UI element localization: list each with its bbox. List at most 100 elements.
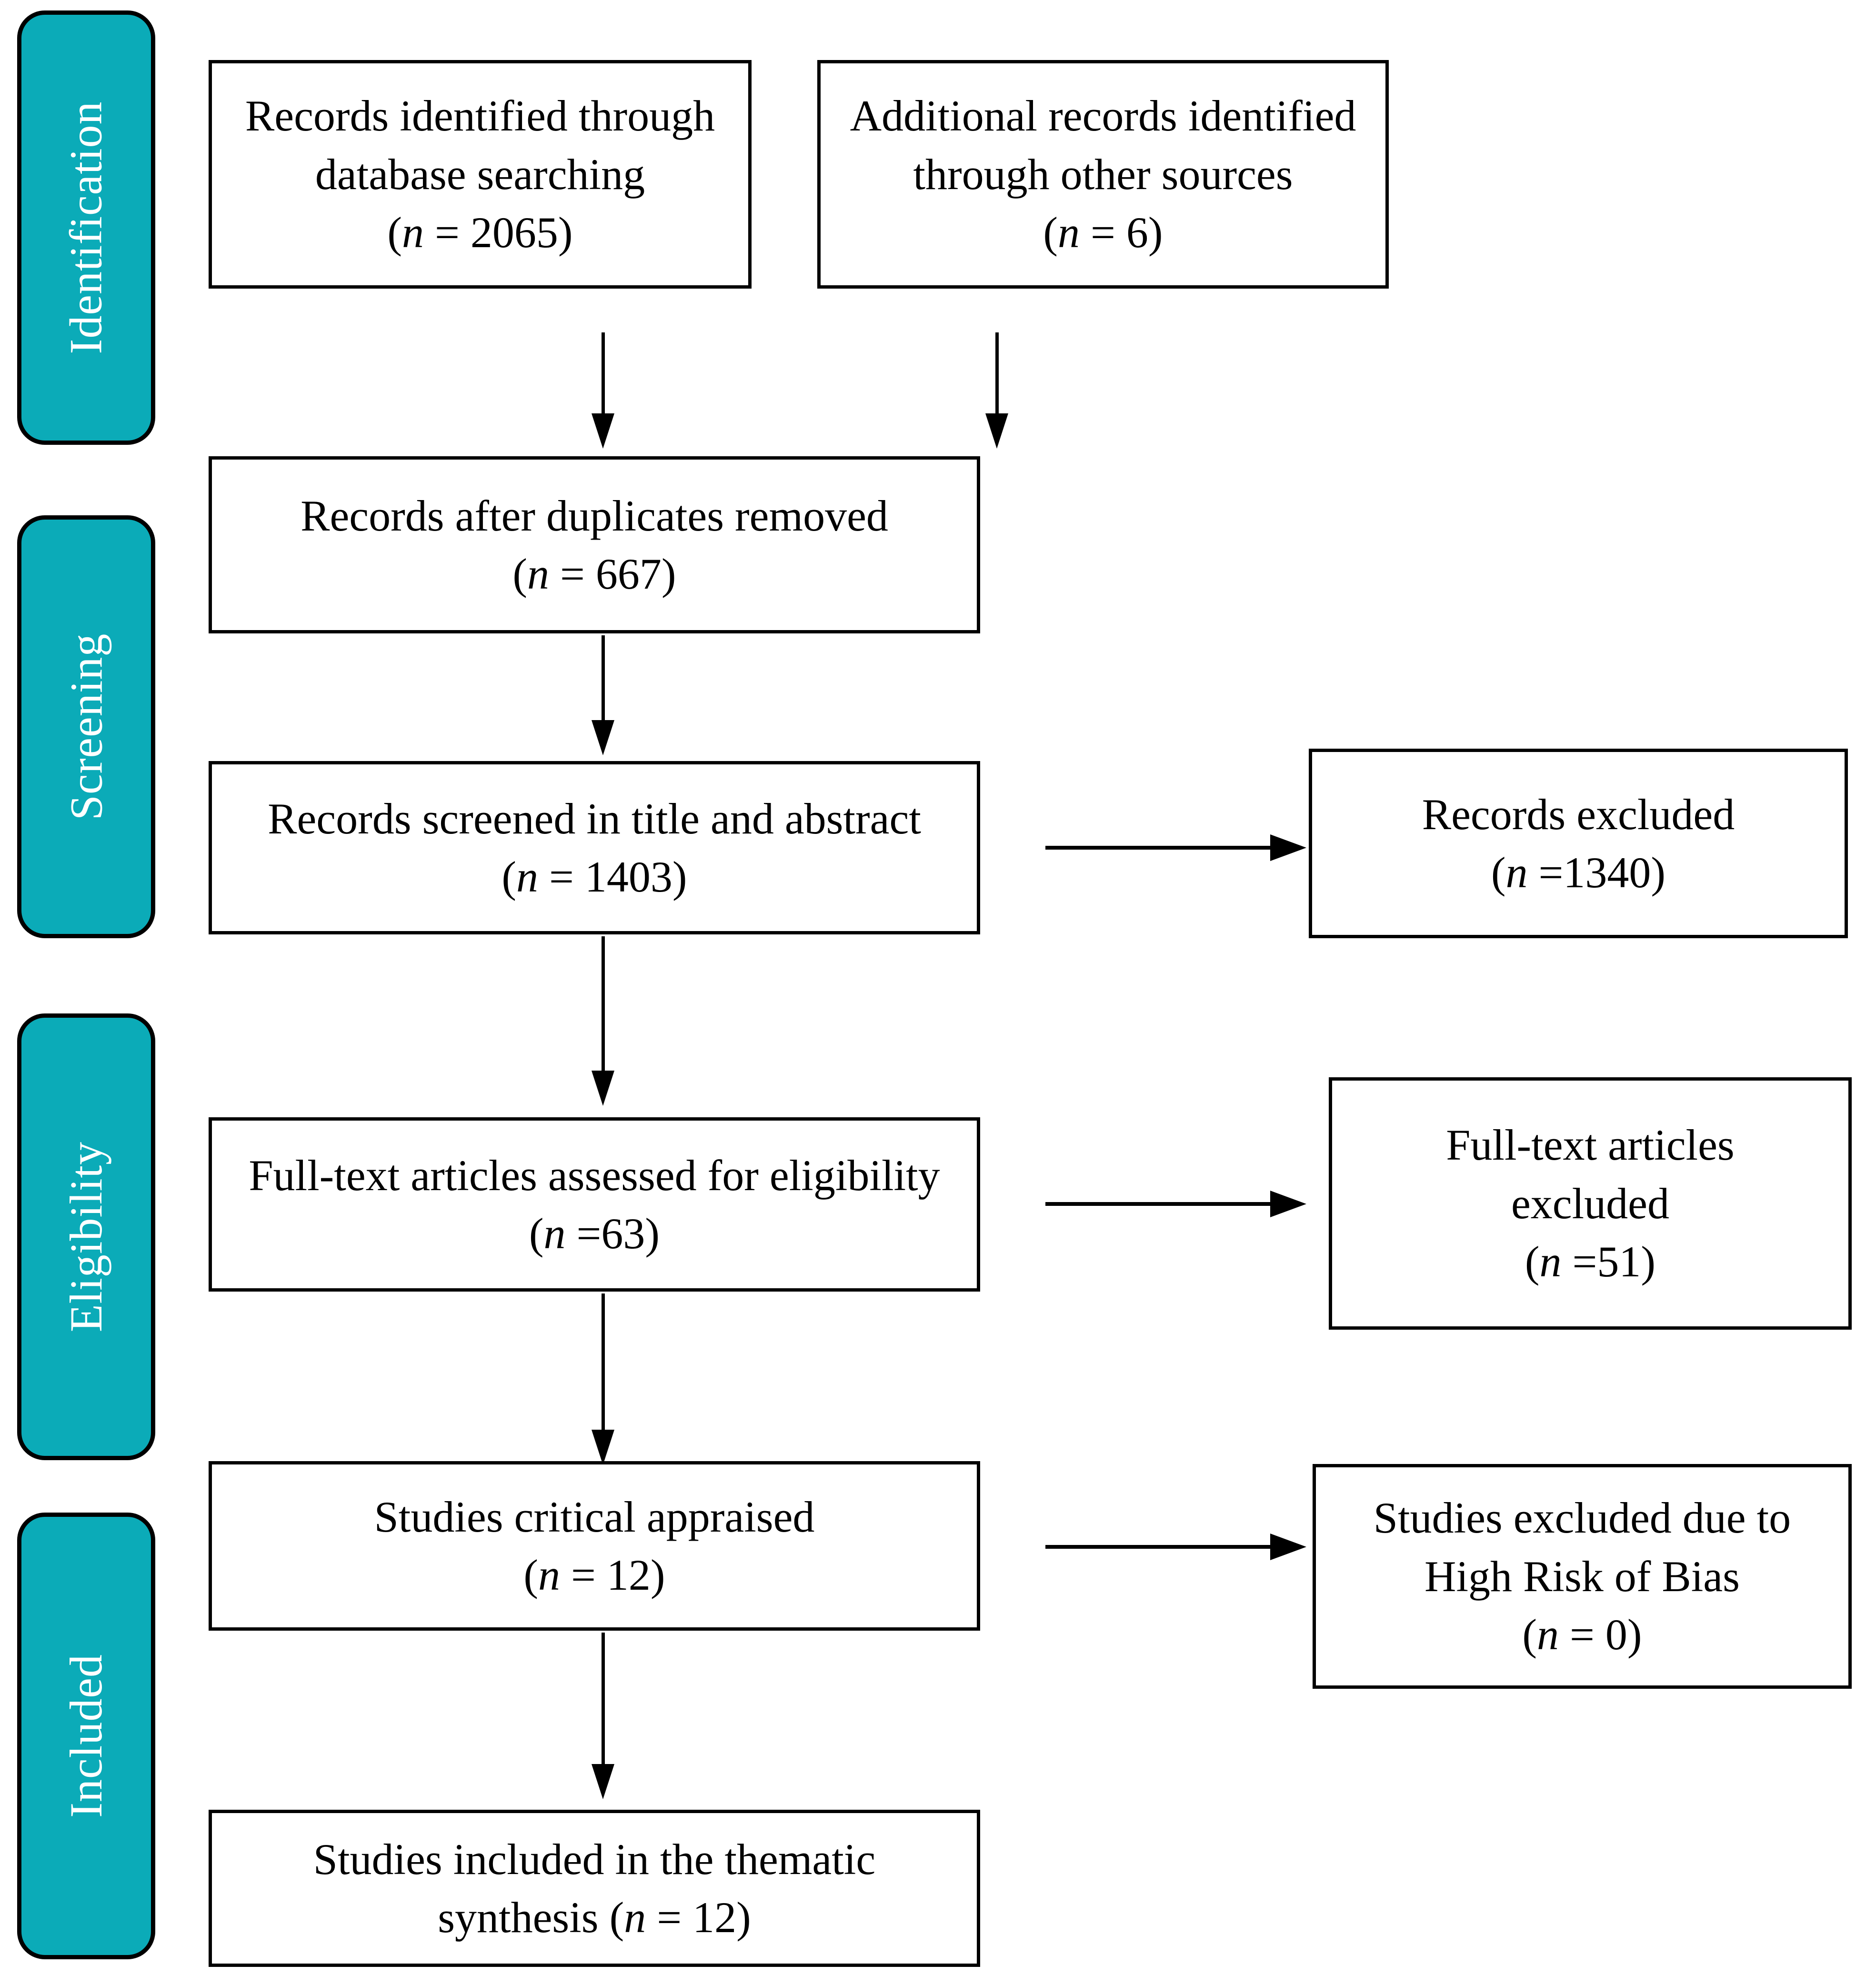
paren-open: (: [1525, 1237, 1540, 1286]
line: Studies excluded due to: [1373, 1494, 1791, 1543]
arrow-shaft: [1045, 1545, 1274, 1549]
n-value: = 6): [1080, 208, 1163, 257]
box-text-duplicates-removed: Records after duplicates removed (n = 66…: [301, 487, 888, 603]
n-value: = 1403): [538, 852, 687, 901]
paren-open: (: [1522, 1610, 1537, 1659]
arrow-shaft: [602, 332, 605, 414]
paren-open: (: [512, 550, 528, 598]
count-line: (n = 12): [374, 1546, 815, 1604]
arrow-head: [1270, 1534, 1306, 1560]
line: Records screened in title and abstract: [268, 794, 921, 843]
n-symbol: n: [624, 1893, 646, 1942]
box-studies-excluded-high-risk-bias: Studies excluded due to High Risk of Bia…: [1313, 1464, 1852, 1689]
paren-open: (: [387, 208, 402, 257]
arrow-shaft: [995, 332, 999, 414]
count-line: (n =51): [1446, 1233, 1735, 1291]
box-fulltext-assessed: Full-text articles assessed for eligibil…: [209, 1117, 980, 1292]
line: Full-text articles: [1446, 1121, 1735, 1170]
count-line: (n = 1403): [268, 848, 921, 906]
box-text-other-sources: Additional records identified through ot…: [850, 87, 1356, 261]
arrow-head: [985, 413, 1008, 449]
stage-label-identification: Identification: [60, 101, 111, 354]
box-studies-included-thematic-synthesis: Studies included in the thematic synthes…: [209, 1810, 980, 1967]
line: excluded: [1511, 1179, 1670, 1228]
line: database searching: [315, 150, 645, 199]
box-records-excluded: Records excluded (n =1340): [1309, 749, 1848, 938]
line: Full-text articles assessed for eligibil…: [249, 1151, 940, 1200]
arrow-head: [592, 1430, 614, 1465]
arrow-head: [592, 1764, 614, 1799]
n-value: = 0): [1559, 1610, 1642, 1659]
count-line: (n = 6): [850, 203, 1356, 261]
stage-band-eligibility: Eligibility: [17, 1013, 155, 1460]
box-records-after-duplicates-removed: Records after duplicates removed (n = 66…: [209, 456, 980, 633]
arrow-shaft: [1045, 846, 1274, 850]
count-line: (n =63): [249, 1204, 940, 1263]
n-value: =63): [565, 1209, 660, 1258]
n-symbol: n: [527, 550, 550, 598]
arrow-shaft: [602, 635, 605, 721]
n-symbol: n: [402, 208, 424, 257]
line: Studies included in the thematic: [313, 1835, 876, 1884]
n-symbol: n: [1505, 848, 1528, 897]
paren-open: (: [523, 1551, 539, 1599]
count-line: (n = 2065): [245, 203, 715, 261]
paren-open: (: [529, 1209, 544, 1258]
n-symbol: n: [538, 1551, 561, 1599]
arrow-shaft: [602, 1633, 605, 1765]
arrow-head: [1270, 1191, 1306, 1217]
n-value: = 2065): [424, 208, 573, 257]
paren-open: (: [1043, 208, 1058, 257]
line: through other sources: [913, 150, 1293, 199]
n-symbol: n: [1058, 208, 1080, 257]
stage-label-screening: Screening: [60, 633, 112, 821]
n-value: = 667): [549, 550, 676, 598]
n-value: = 12): [646, 1893, 751, 1942]
stage-band-identification: Identification: [17, 10, 155, 445]
arrow-shaft: [602, 936, 605, 1072]
box-studies-critical-appraised: Studies critical appraised (n = 12): [209, 1461, 980, 1631]
stage-band-screening: Screening: [17, 515, 155, 938]
n-symbol: n: [516, 852, 539, 901]
line: Records identified through: [245, 91, 715, 140]
box-text-bias-excluded: Studies excluded due to High Risk of Bia…: [1374, 1489, 1791, 1664]
n-value: =1340): [1527, 848, 1666, 897]
box-text-fulltext-excluded: Full-text articles excluded (n =51): [1446, 1116, 1735, 1291]
n-value: = 12): [560, 1551, 665, 1599]
count-line: (n =1340): [1422, 843, 1735, 902]
line: High Risk of Bias: [1425, 1552, 1740, 1601]
stage-label-included: Included: [60, 1654, 112, 1818]
box-records-screened: Records screened in title and abstract (…: [209, 761, 980, 934]
n-value: =51): [1561, 1237, 1656, 1286]
arrow-head: [592, 720, 614, 755]
n-symbol: n: [543, 1209, 566, 1258]
box-text-records-screened: Records screened in title and abstract (…: [268, 790, 921, 906]
line: Records excluded: [1422, 790, 1735, 839]
arrow-head: [592, 413, 614, 449]
box-fulltext-excluded: Full-text articles excluded (n =51): [1329, 1077, 1852, 1330]
arrow-shaft: [602, 1293, 605, 1431]
stage-label-eligibility: Eligibility: [60, 1141, 111, 1333]
line: Studies critical appraised: [374, 1492, 815, 1541]
line: Additional records identified: [850, 91, 1356, 140]
paren-open: (: [1491, 848, 1506, 897]
synthesis-prefix: synthesis (: [438, 1893, 624, 1942]
count-line: (n = 0): [1374, 1605, 1791, 1664]
arrow-shaft: [1045, 1202, 1274, 1206]
box-text-records-excluded: Records excluded (n =1340): [1422, 785, 1735, 902]
n-symbol: n: [1537, 1610, 1559, 1659]
line: Records after duplicates removed: [301, 491, 888, 540]
count-line: synthesis (n = 12): [313, 1888, 875, 1946]
arrow-head: [592, 1071, 614, 1106]
count-line: (n = 667): [301, 545, 888, 603]
box-text-database-search: Records identified through database sear…: [245, 87, 715, 261]
box-text-fulltext-assessed: Full-text articles assessed for eligibil…: [249, 1146, 940, 1263]
stage-band-included: Included: [17, 1513, 155, 1959]
box-text-critical-appraised: Studies critical appraised (n = 12): [374, 1488, 815, 1604]
box-additional-records-other-sources: Additional records identified through ot…: [817, 60, 1389, 289]
n-symbol: n: [1539, 1237, 1562, 1286]
arrow-head: [1270, 834, 1306, 861]
box-text-thematic-included: Studies included in the thematic synthes…: [313, 1830, 875, 1947]
paren-open: (: [502, 852, 517, 901]
